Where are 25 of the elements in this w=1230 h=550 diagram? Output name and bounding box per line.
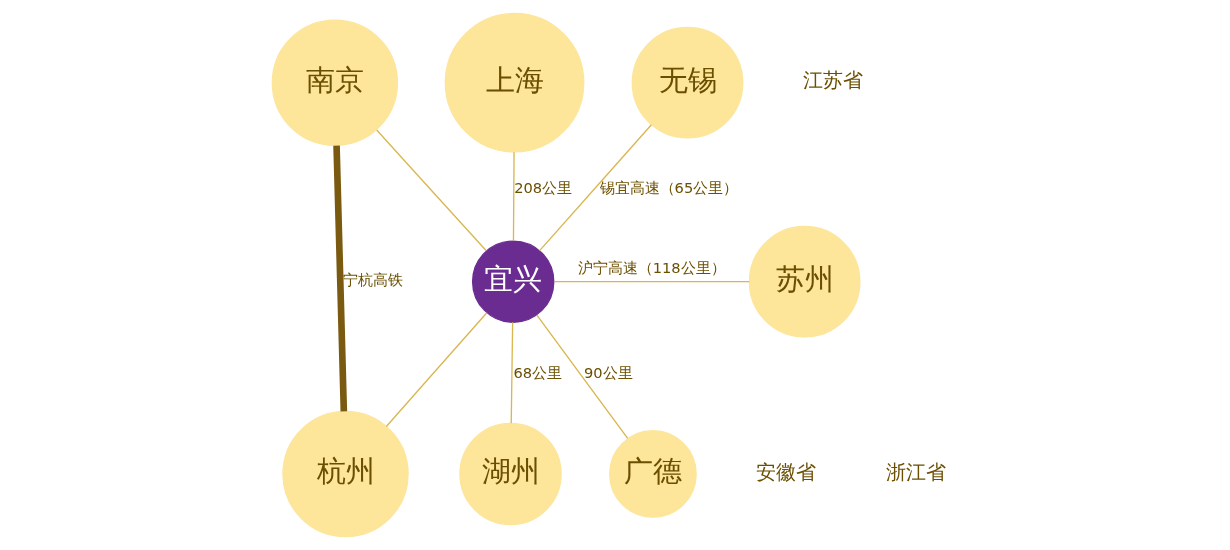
edge-label: 68公里 [513,363,563,381]
edge-label: 宁杭高铁 [343,271,404,289]
edge-label: 锡宜高速（65公里） [599,178,739,196]
connector [376,129,487,252]
node-circle: 上海 [444,12,585,153]
connector [333,145,348,412]
node-circle: 南京 [271,19,399,146]
edge-label: 90公里 [584,363,633,381]
node-circle: 无锡 [631,26,744,139]
connector [510,321,514,424]
connector [553,281,750,283]
connector [538,124,653,252]
connector [512,151,515,242]
label: 安徽省 [756,459,817,484]
connector [385,312,488,428]
connector [536,314,629,440]
node-circle: 苏州 [748,225,861,338]
node-circle: 广德 [609,430,697,518]
edge-label: 208公里 [514,178,573,196]
node-circle: 湖州 [459,422,562,526]
node-circle: 宜兴 [471,240,555,323]
label: 江苏省 [802,68,863,93]
node-circle: 杭州 [282,410,409,538]
edge-label: 沪宁高速（118公里） [577,259,726,277]
label: 浙江省 [886,459,947,484]
